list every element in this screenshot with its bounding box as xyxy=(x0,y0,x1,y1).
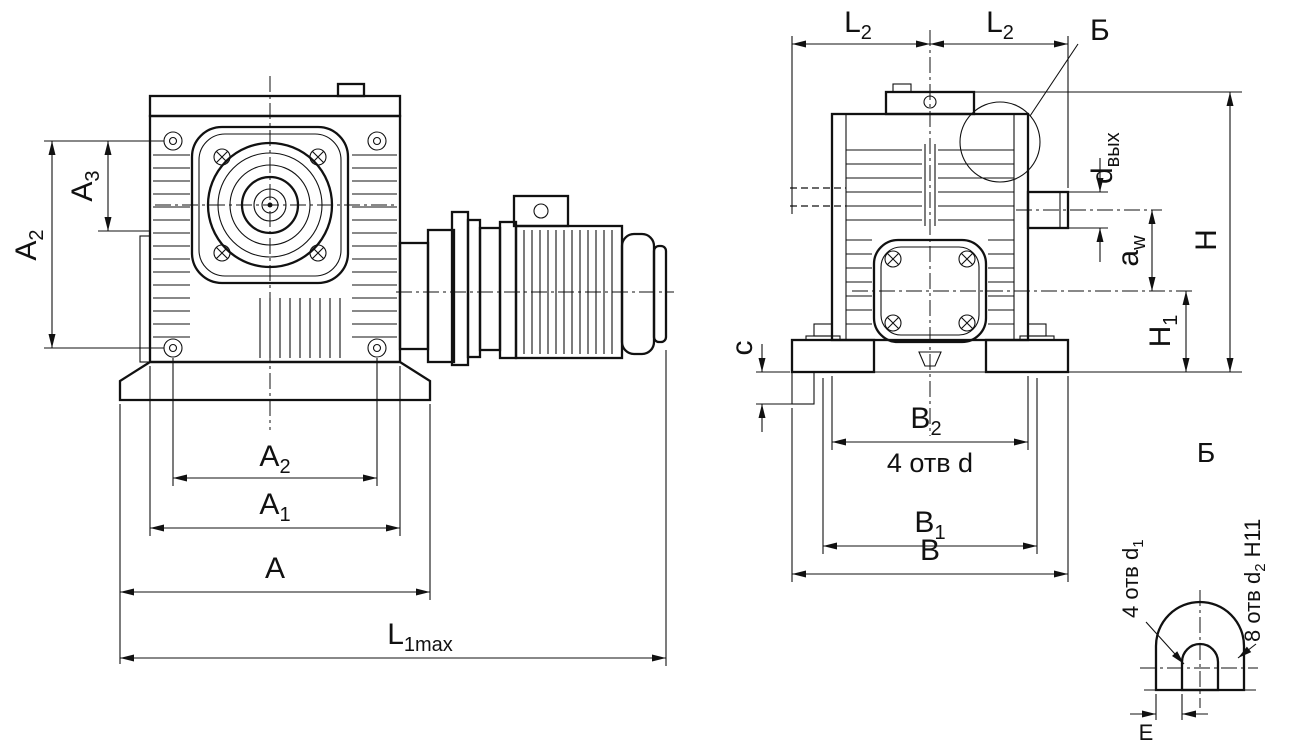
dim-c: с xyxy=(726,341,792,432)
dim-aw: aw xyxy=(1112,210,1156,291)
detail-label-holes-d2: 8 отв d2 H11 xyxy=(1240,519,1269,642)
drain-plug xyxy=(918,351,942,367)
detail-title: Б xyxy=(1197,437,1215,468)
dim-label-a2-horizontal: A2 xyxy=(259,440,290,478)
dim-label-b: B xyxy=(920,534,940,567)
dim-h: H xyxy=(974,91,1242,373)
side-fins-upper-right xyxy=(938,149,1014,221)
dim-label-a1: A1 xyxy=(259,488,290,526)
detail-boss-outline xyxy=(1154,600,1246,692)
dim-label-b2: B2 xyxy=(910,402,941,440)
dim-label-h: H xyxy=(1190,229,1223,251)
dim-label-b1: B1 xyxy=(914,506,945,544)
dim-d-out: dвых xyxy=(1068,132,1124,262)
side-fins-lower-left xyxy=(846,239,872,325)
front-housing xyxy=(139,82,402,364)
detail-callout-circle xyxy=(959,101,1041,183)
dim-a2-horizontal: A2 xyxy=(172,358,378,486)
front-view: A3 A2 A2 A1 A L1max xyxy=(10,76,674,666)
side-base xyxy=(790,323,1070,405)
dim-label-l2-right: L2 xyxy=(986,6,1014,44)
dim-label-aw: aw xyxy=(1112,235,1150,267)
dim-label-a3: A3 xyxy=(66,170,104,201)
dim-l1max: L1max xyxy=(120,350,667,666)
detail-callout: Б xyxy=(959,14,1110,183)
dim-e: Е xyxy=(1130,694,1208,745)
side-housing xyxy=(790,83,1070,342)
side-view: Б L2 L2 dвых aw H xyxy=(726,6,1242,582)
side-axes xyxy=(852,30,1192,436)
detail-view: Б 4 отв d1 8 отв d2 H11 Е xyxy=(1118,437,1269,745)
dim-b2: B2 xyxy=(831,376,1029,450)
detail-holes-d2: 8 отв d2 H11 xyxy=(1237,519,1269,659)
side-fins-upper-left xyxy=(846,149,922,221)
side-fins-lower-right xyxy=(988,239,1014,325)
input-shaft-hidden-lines xyxy=(790,187,846,207)
dim-b: B xyxy=(791,376,1069,582)
dim-a: A xyxy=(119,404,431,664)
detail-callout-label: Б xyxy=(1090,14,1110,47)
dim-label-h1: H1 xyxy=(1144,315,1182,348)
dim-a1: A1 xyxy=(149,366,401,536)
front-flange-bolts xyxy=(213,148,327,262)
dim-label-a: A xyxy=(265,552,285,585)
foundation-bolt-right xyxy=(1019,323,1055,341)
front-motor xyxy=(398,194,668,367)
motor-terminal-cap xyxy=(533,203,549,219)
holes-note: 4 отв d xyxy=(887,448,973,478)
dim-label-l1max: L1max xyxy=(387,618,453,656)
detail-label-holes-d1: 4 отв d1 xyxy=(1118,539,1147,618)
foot-lip xyxy=(791,371,815,405)
detail-holes-d1: 4 отв d1 xyxy=(1118,539,1185,665)
front-fins-left xyxy=(153,154,190,338)
dim-label-d-out: dвых xyxy=(1086,132,1124,184)
foundation-bolt-left xyxy=(805,323,841,341)
front-base xyxy=(118,360,432,402)
dim-label-l2-left: L2 xyxy=(844,6,872,44)
front-axes xyxy=(155,76,674,430)
dim-label-a2-vertical: A2 xyxy=(10,229,48,260)
dim-label-e: Е xyxy=(1139,720,1154,745)
dim-b1: B1 xyxy=(822,378,1038,554)
front-corner-bolts xyxy=(163,131,387,358)
dim-h1: H1 xyxy=(1144,291,1190,372)
dim-label-c: с xyxy=(726,341,759,356)
dim-a3: A3 xyxy=(44,140,164,232)
dim-l2-pair: L2 L2 xyxy=(791,6,1069,214)
front-fins-right xyxy=(352,154,397,338)
dim-a2-vertical: A2 xyxy=(10,141,164,349)
front-fins-bottom xyxy=(259,298,341,358)
